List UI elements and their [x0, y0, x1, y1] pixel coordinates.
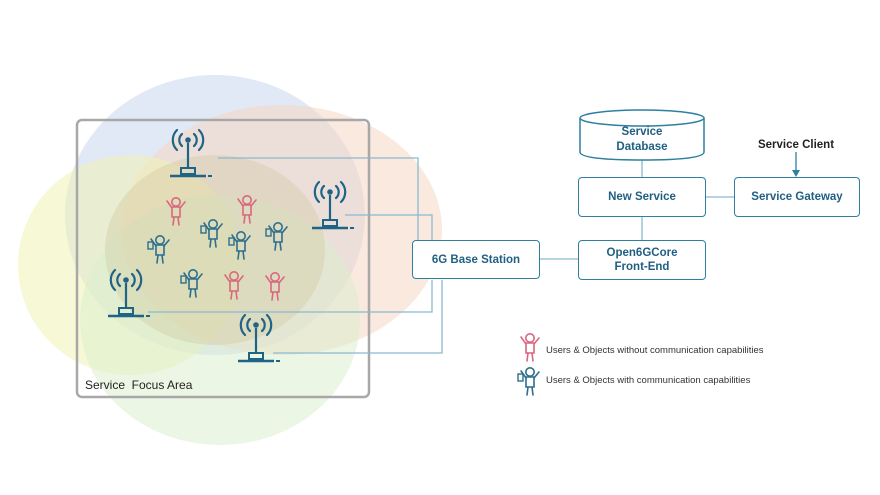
- antenna-icon: [312, 180, 354, 230]
- antenna-icon: [238, 313, 280, 363]
- base-station-box: 6G Base Station: [412, 240, 540, 279]
- person-icon: [237, 195, 257, 224]
- person-icon: [200, 219, 223, 248]
- person-icon: [520, 332, 540, 362]
- person-icon: [265, 222, 288, 251]
- legend-without-comm: Users & Objects without communication ca…: [546, 345, 764, 356]
- open6gcore-box: Open6GCore Front-End: [578, 240, 706, 280]
- connections: [148, 157, 734, 354]
- client-arrow: [792, 152, 800, 177]
- antenna-icon: [170, 128, 212, 178]
- coverage-circle-green: [80, 195, 360, 445]
- coverage-circle-olive: [105, 155, 325, 345]
- link-antenna-1: [218, 157, 419, 240]
- service-gateway-box: Service Gateway: [734, 177, 860, 217]
- people: [147, 195, 288, 301]
- person-icon: [180, 268, 203, 298]
- person-icon: [166, 197, 186, 226]
- new-service-box: New Service: [578, 177, 706, 217]
- legend-icons: [517, 332, 540, 396]
- service-focus-area-label: Service Focus Area: [85, 378, 193, 392]
- person-icon: [147, 235, 170, 264]
- antenna-icon: [108, 268, 150, 318]
- service-focus-area: [75, 118, 371, 399]
- legend-with-comm: Users & Objects with communication capab…: [546, 375, 751, 386]
- service-database-shape: [579, 109, 705, 161]
- service-database-label: Service Database: [616, 126, 668, 153]
- antennas: [108, 128, 354, 363]
- link-antenna-2: [345, 214, 433, 240]
- link-antenna-3: [148, 280, 433, 313]
- service-client-label: Service Client: [757, 139, 835, 151]
- person-icon: [265, 271, 285, 301]
- person-icon: [228, 231, 251, 260]
- person-icon: [517, 366, 540, 396]
- link-antenna-4: [273, 280, 443, 354]
- person-icon: [224, 270, 244, 300]
- coverage-areas: [18, 75, 442, 445]
